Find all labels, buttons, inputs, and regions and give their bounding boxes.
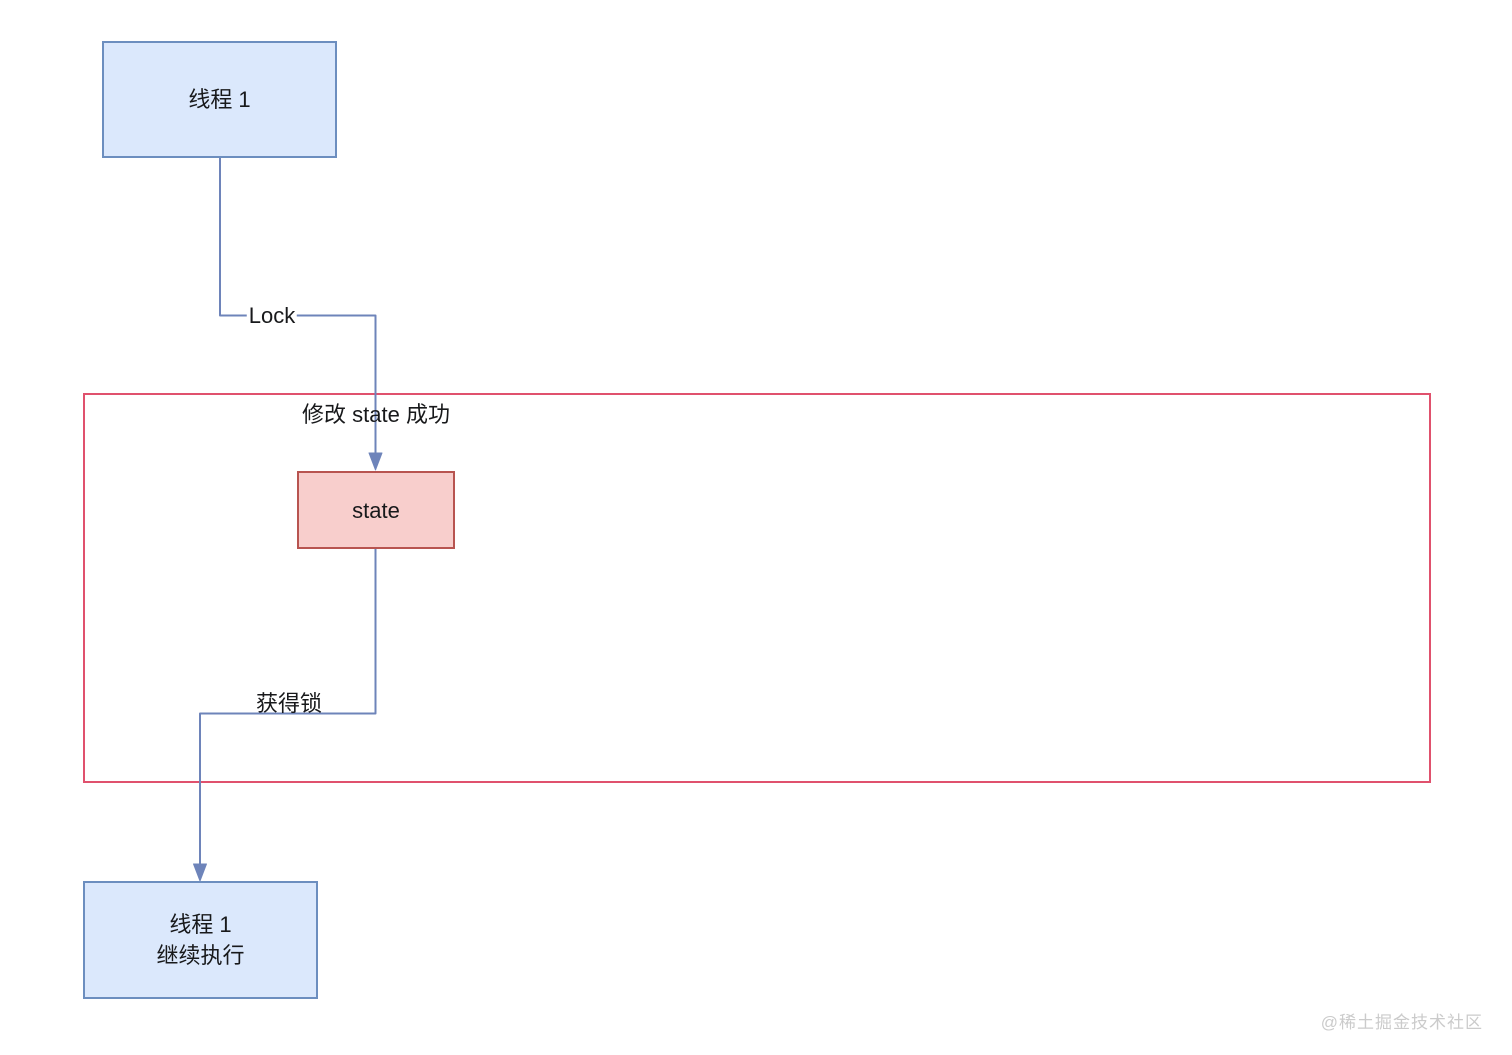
node-thread1-label: 线程 1 (188, 87, 251, 112)
arrowhead-into-thread1-continue (193, 863, 207, 882)
arrowhead-into-state (368, 452, 383, 471)
connector-state-to-thread1-continue (199, 549, 377, 866)
watermark: @稀土掘金技术社区 (1320, 1013, 1483, 1032)
node-thread1-continue-label-line1: 线程 1 (169, 912, 232, 937)
node-thread1-continue: 线程 1 继续执行 (83, 881, 318, 999)
critical-section-region (83, 393, 1431, 783)
connector-thread1-to-state (219, 158, 377, 455)
node-thread1-continue-label-line2: 继续执行 (156, 943, 245, 968)
node-thread1: 线程 1 (102, 41, 337, 158)
edge-label-modify-state-success: 修改 state 成功 (302, 402, 450, 427)
edge-label-lock: Lock (246, 303, 298, 329)
node-state: state (297, 471, 455, 549)
edge-label-acquire-lock: 获得锁 (255, 691, 323, 716)
node-state-label: state (352, 497, 400, 523)
